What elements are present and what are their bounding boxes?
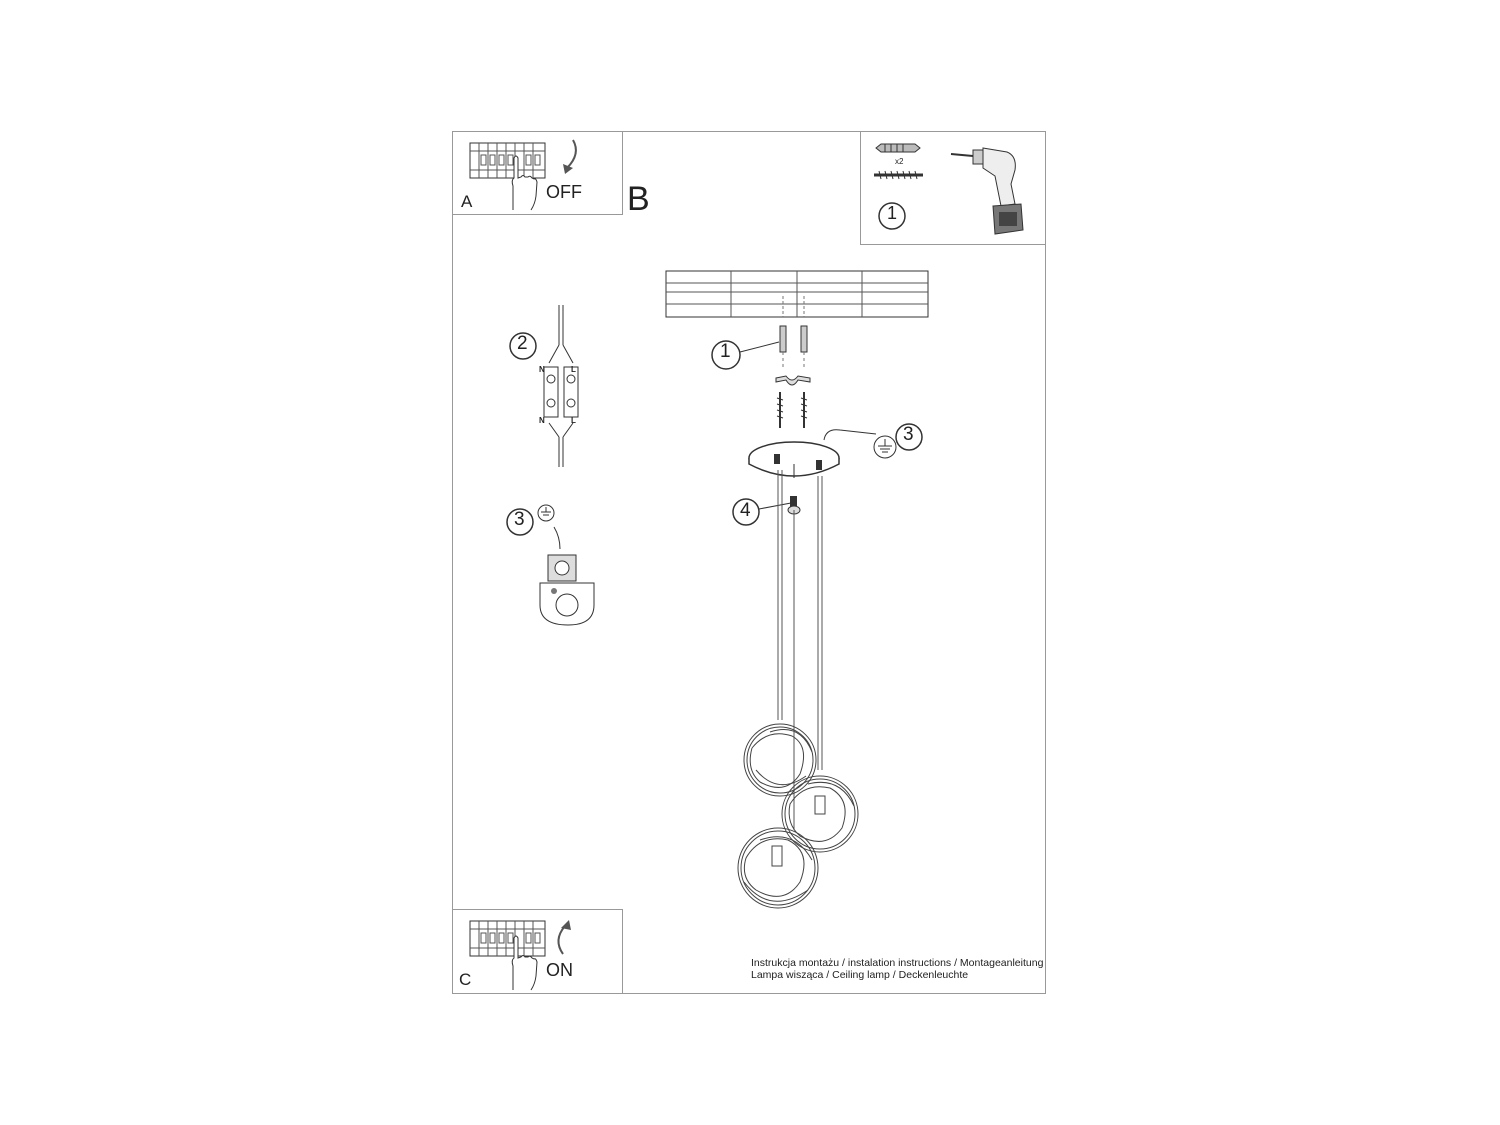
curved-arrow-icon [563,139,577,174]
callout-4-leader [732,498,792,526]
step-1-circle [878,202,906,230]
wire-l-bottom: L [571,416,576,425]
ground-wire [823,429,877,441]
hand-icon [511,155,538,211]
wire-n-bottom: N [539,416,545,425]
curved-arrow-icon [557,920,571,955]
callout-1-number: 1 [720,341,731,362]
ground-clamp-icon [539,526,595,626]
ground-symbol-icon [873,435,897,459]
hand-icon [511,935,538,991]
callout-1-leader [711,340,780,370]
breaker-panel-icon [469,142,546,179]
instruction-sheet [452,131,1046,994]
step-a-letter: A [461,192,473,211]
callout-4-number: 4 [740,500,751,521]
globe-3 [737,827,819,909]
terminal-block-icon [543,305,579,467]
breaker-panel-icon [469,920,546,957]
step-3-circle [506,508,534,536]
step-b-letter: B [627,180,650,218]
off-label: OFF [546,182,582,202]
mounting-assembly [748,325,877,515]
drill-icon [950,147,1024,235]
parts-step-number: 1 [887,203,898,223]
caption-line-2: Lampa wisząca / Ceiling lamp / Deckenleu… [751,969,969,981]
on-label: ON [546,960,573,980]
wire-n-top: N [539,365,545,374]
step-a-box: A OFF [452,131,623,215]
callout-2-number: 2 [517,333,528,354]
cable-grip [790,496,797,508]
parts-box: x2 1 [860,131,1046,245]
ground-symbol-icon [537,504,555,522]
ceiling-slab [665,270,929,318]
pendant-lamp [737,470,859,909]
callout-3b-number: 3 [514,509,525,530]
step-c-box: C ON [452,909,623,994]
mounting-bracket [775,375,811,386]
screw-icon [776,392,808,428]
globe-2 [781,775,859,853]
globe-1 [743,723,817,797]
wall-plug-icon [875,143,921,153]
callout-3-number: 3 [903,424,914,445]
caption: Instrukcja montażu / instalation instruc… [751,957,1043,981]
caption-line-1: Instrukcja montażu / instalation instruc… [751,957,1044,969]
multiplier-label: x2 [895,157,904,166]
callout-3-circle [895,423,923,451]
wire-l-top: L [571,365,576,374]
screw-icon [874,170,923,180]
step-c-letter: C [459,970,472,989]
step-2-circle [509,332,537,360]
